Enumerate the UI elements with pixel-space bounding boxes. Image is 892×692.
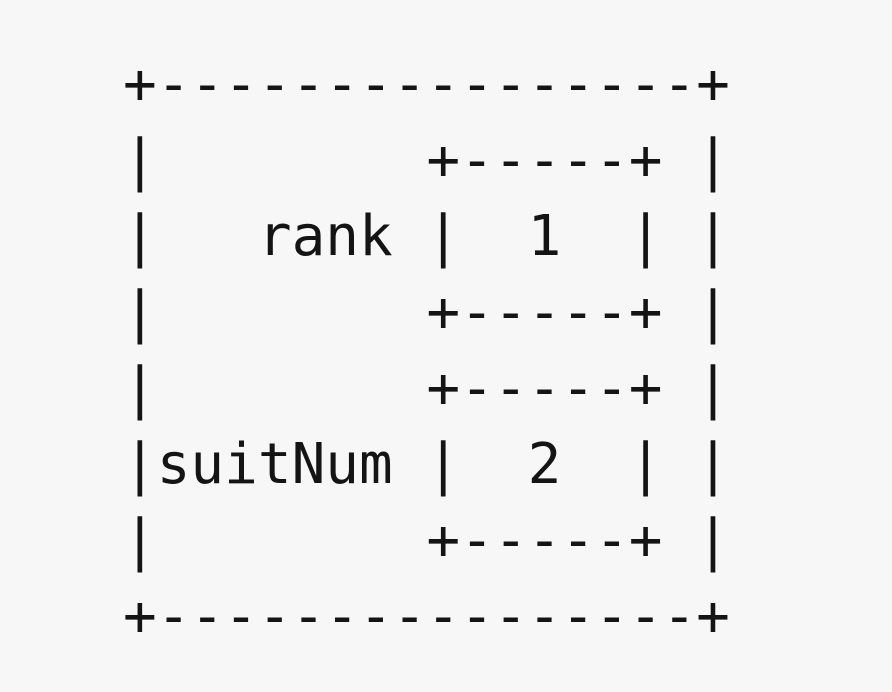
ascii-object-diagram: +----------------+ | +-----+ | | rank | … [123,52,730,649]
